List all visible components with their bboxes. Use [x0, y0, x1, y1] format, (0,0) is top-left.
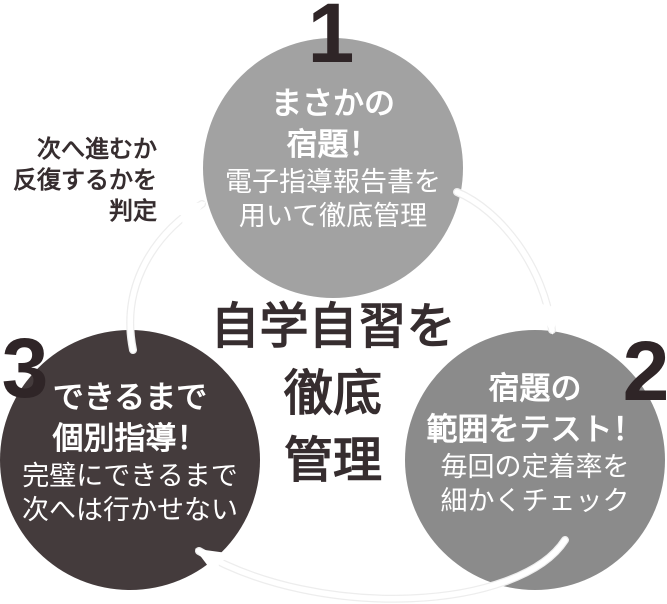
- step2-title-line1: 宿題の: [488, 371, 582, 406]
- step1-circle: まさかの 宿題！ 電子指導報告書を 用いて徹底管理: [203, 38, 463, 298]
- step2-text-block: 宿題の 範囲をテスト！ 毎回の定着率を 細かくチェック: [427, 368, 644, 518]
- side-note-line1: 次へ進むか: [37, 136, 157, 163]
- step1-text-block: まさかの 宿題！ 電子指導報告書を 用いて徹底管理: [225, 83, 441, 233]
- side-note-line3: 判定: [109, 198, 157, 225]
- side-note: 次へ進むか 反復するかを 判定: [0, 134, 157, 227]
- step2-circle: 宿題の 範囲をテスト！ 毎回の定着率を 細かくチェック: [405, 330, 665, 590]
- step2-title-line2: 範囲をテスト！: [426, 412, 644, 447]
- step3-circle: できるまで 個別指導！ 完璧にできるまで 次へは行かせない: [0, 330, 260, 590]
- step3-description: 完璧にできるまで 次へは行かせない: [22, 459, 238, 527]
- step1-title-line2: 宿題！: [286, 127, 380, 162]
- arrow-step3-to-step1: [127, 201, 207, 353]
- center-message-line3: 管理: [283, 434, 382, 488]
- step1-title-line1: まさかの: [271, 86, 395, 121]
- step1-desc-line1: 電子指導報告書を: [225, 167, 441, 197]
- center-message-line1: 自学自習を: [210, 300, 456, 354]
- step2-title: 宿題の 範囲をテスト！: [427, 368, 644, 450]
- arrow-step1-to-step2: [454, 189, 564, 335]
- step3-desc-line2: 次へは行かせない: [22, 495, 238, 525]
- step3-title: できるまで 個別指導！: [53, 377, 208, 459]
- step1-description: 電子指導報告書を 用いて徹底管理: [225, 165, 441, 233]
- center-message-line2: 徹底: [283, 367, 382, 421]
- step3-title-line1: できるまで: [52, 380, 208, 415]
- step3-desc-line1: 完璧にできるまで: [22, 461, 238, 491]
- center-message: 自学自習を 徹底 管理: [166, 294, 500, 495]
- step1-desc-line2: 用いて徹底管理: [238, 201, 428, 231]
- arrow-step2-to-step3-halo: [195, 536, 569, 603]
- step1-number: 1: [307, 0, 355, 80]
- step2-desc-line2: 細かくチェック: [440, 486, 630, 516]
- step3-title-line2: 個別指導！: [52, 421, 208, 456]
- step1-title: まさかの 宿題！: [271, 83, 395, 165]
- side-note-line2: 反復するかを: [13, 167, 157, 194]
- arrow-step2-to-step3: [194, 537, 568, 602]
- step3-number: 3: [1, 321, 49, 415]
- step2-description: 毎回の定着率を 細かくチェック: [441, 450, 630, 518]
- step3-text-block: できるまで 個別指導！ 完璧にできるまで 次へは行かせない: [22, 377, 238, 527]
- step2-desc-line1: 毎回の定着率を: [440, 452, 630, 482]
- step2-number: 2: [622, 324, 667, 418]
